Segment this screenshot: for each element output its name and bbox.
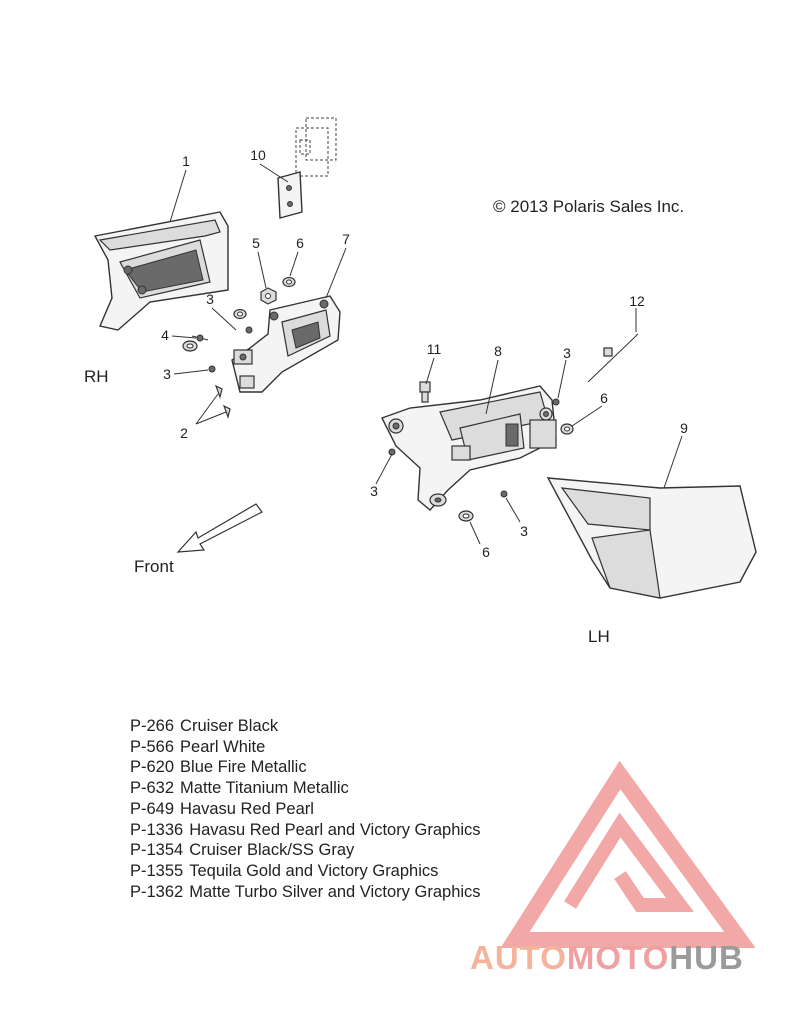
callouts: 1 10 5 6 7 3 4 3 2 11 8 3 12 6 9 3 6 3: [161, 147, 688, 560]
rh-side-label: RH: [84, 367, 109, 386]
callout-2: 2: [180, 425, 188, 441]
watermark-brand: AUTOMOTOHUB: [470, 939, 744, 976]
lh-side-label: LH: [588, 627, 610, 646]
rh-hardware: [182, 276, 296, 420]
callout-3: 3: [163, 366, 171, 382]
callout-3: 3: [370, 483, 378, 499]
callout-9: 9: [680, 420, 688, 436]
callout-6: 6: [600, 390, 608, 406]
callout-7: 7: [342, 231, 350, 247]
front-label: Front: [134, 557, 174, 576]
copyright-text: © 2013 Polaris Sales Inc.: [493, 197, 684, 216]
lh-hardware: [388, 381, 574, 522]
callout-1: 1: [182, 153, 190, 169]
callout-3: 3: [563, 345, 571, 361]
callout-10: 10: [250, 147, 266, 163]
front-arrow-icon: [176, 503, 263, 553]
part-7-rh-bracket: [231, 295, 341, 393]
part-1-rh-cover: [93, 211, 229, 331]
part-9-lh-cover: [546, 477, 757, 599]
leader-lines: [169, 163, 683, 545]
callout-11: 11: [427, 341, 442, 357]
callout-6: 6: [482, 544, 490, 560]
callout-8: 8: [494, 343, 502, 359]
callout-3: 3: [520, 523, 528, 539]
callout-3: 3: [206, 291, 214, 307]
callout-12: 12: [629, 293, 645, 309]
part-12-cable-tie: [587, 333, 639, 383]
part-10-bracket: [277, 117, 337, 219]
callout-6: 6: [296, 235, 304, 251]
watermark-logo-icon: [500, 760, 756, 948]
callout-5: 5: [252, 235, 260, 251]
callout-4: 4: [161, 327, 169, 343]
part-8-lh-bracket: [381, 385, 557, 511]
